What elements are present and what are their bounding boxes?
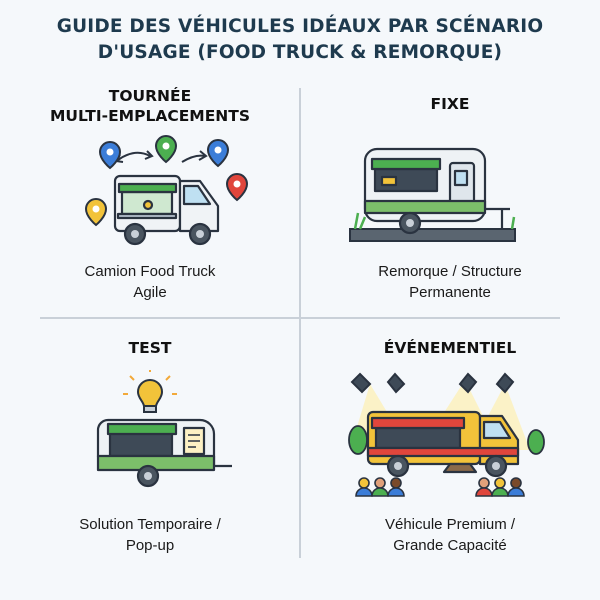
- quadrant-caption: Véhicule Premium / Grande Capacité: [300, 514, 600, 556]
- quadrant-fixe: FIXE Remorque / Structure Permanente: [300, 86, 600, 316]
- premium-truck-with-spotlights-and-crowd-icon: [300, 370, 600, 505]
- caption-line2: Agile: [133, 284, 167, 301]
- caption-line2: Grande Capacité: [393, 537, 507, 554]
- quadrant-caption: Camion Food Truck Agile: [0, 261, 300, 303]
- heading-line1: TEST: [128, 339, 172, 357]
- small-trailer-with-lightbulb-icon: [0, 370, 300, 500]
- vertical-divider: [299, 88, 301, 558]
- quadrant-evenementiel: ÉVÉNEMENTIEL: [300, 330, 600, 560]
- heading-line1: FIXE: [430, 95, 470, 113]
- quadrant-tournee: TOURNÉE MULTI-EMPLACEMENTS: [0, 86, 300, 316]
- caption-line1: Camion Food Truck: [84, 263, 216, 280]
- quadrant-heading: TOURNÉE MULTI-EMPLACEMENTS: [0, 86, 300, 126]
- page-title-line1: GUIDE DES VÉHICULES IDÉAUX PAR SCÉNARIO: [56, 16, 544, 37]
- caption-line1: Véhicule Premium /: [384, 516, 516, 533]
- page-title-line2: D'USAGE (FOOD TRUCK & REMORQUE): [97, 42, 503, 63]
- quadrant-heading: FIXE: [300, 94, 600, 114]
- food-truck-with-map-pins-icon: [0, 134, 300, 249]
- heading-line1: ÉVÉNEMENTIEL: [383, 339, 517, 357]
- quadrant-heading: TEST: [0, 338, 300, 358]
- caption-line2: Pop-up: [125, 537, 175, 554]
- quadrant-test: TEST Solution Temporaire /: [0, 330, 300, 560]
- horizontal-divider: [40, 317, 560, 319]
- caption-line1: Remorque / Structure: [378, 263, 522, 280]
- heading-line1: TOURNÉE: [108, 87, 192, 105]
- page-title: GUIDE DES VÉHICULES IDÉAUX PAR SCÉNARIO …: [0, 14, 600, 66]
- quadrant-caption: Solution Temporaire / Pop-up: [0, 514, 300, 556]
- parked-trailer-icon: [300, 141, 600, 251]
- quadrant-caption: Remorque / Structure Permanente: [300, 261, 600, 303]
- caption-line2: Permanente: [409, 284, 491, 301]
- caption-line1: Solution Temporaire /: [79, 516, 221, 533]
- heading-line2: MULTI-EMPLACEMENTS: [49, 107, 251, 125]
- quadrant-heading: ÉVÉNEMENTIEL: [300, 338, 600, 358]
